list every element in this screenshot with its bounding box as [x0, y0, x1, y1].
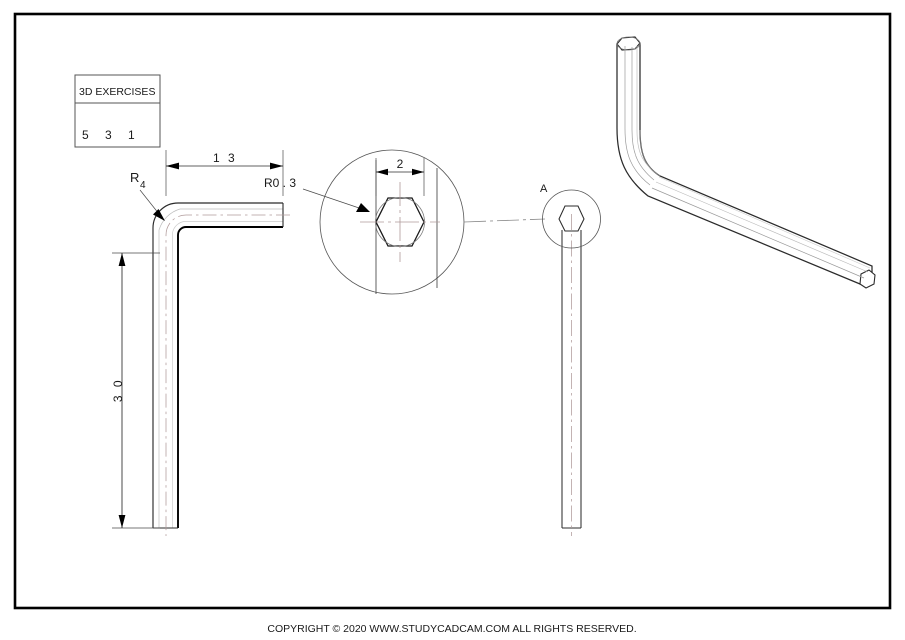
detail-marker-label: A — [540, 183, 548, 195]
front-outer-profile — [152, 202, 283, 528]
front-flat-edge-upper — [158, 208, 283, 528]
hex-key-front-view — [152, 202, 290, 536]
dimension-leg-length: 3 0 — [111, 252, 160, 529]
iso-top-cap-circle — [616, 36, 641, 51]
detail-marker-circle — [542, 189, 601, 249]
r4-leader-arrow — [153, 209, 165, 221]
hex-key-side-view: A — [540, 183, 601, 536]
hex-section-detail — [319, 149, 546, 295]
side-hexagon-end — [558, 205, 585, 232]
iso-facet-line-1 — [624, 46, 651, 186]
r03-leader-arrow — [356, 203, 370, 212]
dim-arrow-bottom — [118, 515, 126, 528]
iso-arm-facet-2 — [655, 181, 869, 273]
sheet-border — [13, 12, 892, 610]
front-centerline — [165, 214, 290, 536]
flats-arrow-right — [412, 168, 424, 176]
detail-link-leader — [463, 218, 546, 223]
dim-label-bend-radius: R — [130, 170, 139, 185]
front-flat-edge-lower — [172, 221, 283, 528]
iso-facet-line-2 — [631, 47, 655, 181]
dim-label-leg-length: 3 0 — [111, 378, 125, 402]
hex-key-isometric — [616, 36, 876, 289]
flats-arrow-left — [376, 168, 388, 176]
iso-bend-seam — [639, 129, 661, 177]
dimension-across-flats: 2 — [375, 157, 425, 196]
dimension-arm-length: 1 3 — [165, 150, 284, 196]
dim-arrow-top — [118, 253, 126, 266]
title-block: 3D EXERCISES 5 3 1 — [74, 74, 161, 148]
dim-arrow-left — [166, 162, 179, 170]
dim-label-corner-radius: R0 . 3 — [264, 176, 296, 190]
front-inner-profile — [177, 226, 283, 528]
iso-arm-facet-1 — [651, 187, 865, 279]
dim-label-arm-length: 1 3 — [213, 151, 237, 165]
copyright-footer: COPYRIGHT © 2020 WWW.STUDYCADCAM.COM ALL… — [267, 623, 636, 635]
r03-leader-line — [302, 188, 366, 211]
dim-label-bend-radius-value: 4 — [140, 180, 146, 191]
dim-label-across-flats: 2 — [397, 157, 404, 171]
iso-bottom-cap — [859, 269, 876, 289]
title-block-numbers: 5 3 1 — [82, 128, 141, 142]
title-block-name: 3D EXERCISES — [79, 86, 155, 98]
callout-corner-radius: R0 . 3 — [264, 176, 370, 212]
iso-arm-facet-3 — [658, 176, 871, 269]
title-block-frame — [74, 74, 161, 148]
dim-arrow-right — [270, 162, 283, 170]
callout-bend-radius: R 4 — [130, 170, 165, 221]
